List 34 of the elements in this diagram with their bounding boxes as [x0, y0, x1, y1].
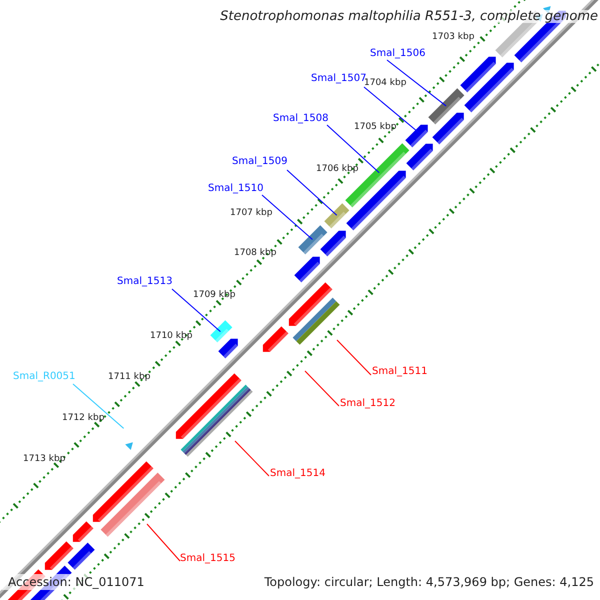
leader-line: [326, 124, 380, 174]
leader-line: [386, 60, 447, 106]
leader-line: [234, 440, 270, 476]
gene-label: Smal_1509: [232, 157, 288, 167]
leader-line: [146, 524, 180, 562]
gene-label: Smal_1515: [180, 554, 236, 564]
scale-label: 1709 kbp: [193, 291, 236, 300]
gene-label: Smal_1508: [273, 114, 328, 124]
gene-label: Smal_1514: [270, 469, 326, 479]
gene-label: Smal_1513: [117, 277, 172, 287]
scale-label: 1707 kbp: [230, 209, 272, 218]
scale-label: 1710 kbp: [150, 332, 192, 341]
scale-label: 1705 kbp: [354, 123, 396, 132]
leader-line: [364, 86, 420, 134]
scale-label: 1704 kbp: [364, 79, 406, 88]
genome-summary-text: Topology: circular; Length: 4,573,969 bp; Genes: 4,125: [264, 576, 594, 588]
scale-label: 1708 kbp: [234, 249, 276, 258]
leader-line: [172, 288, 221, 332]
scale-label: 1711 kbp: [108, 373, 150, 382]
gene-label: Smal_1512: [340, 399, 396, 409]
gene-label: Smal_1510: [208, 184, 264, 194]
scale-label: 1703 kbp: [432, 33, 474, 42]
scale-label: 1706 kbp: [316, 165, 358, 174]
leader-line: [72, 384, 124, 429]
gene-label: Smal_1511: [372, 367, 428, 377]
leader-line: [304, 370, 340, 406]
gene-label: Smal_1507: [311, 74, 366, 84]
gene-label: Smal_1506: [370, 49, 426, 59]
scale-label: 1713 kbp: [23, 455, 66, 464]
leader-line: [286, 170, 338, 216]
leader-line: [336, 340, 372, 376]
leader-line: [262, 194, 313, 240]
gene-label: Smal_R0051: [13, 372, 76, 382]
scale-label: 1712 kbp: [62, 414, 104, 423]
